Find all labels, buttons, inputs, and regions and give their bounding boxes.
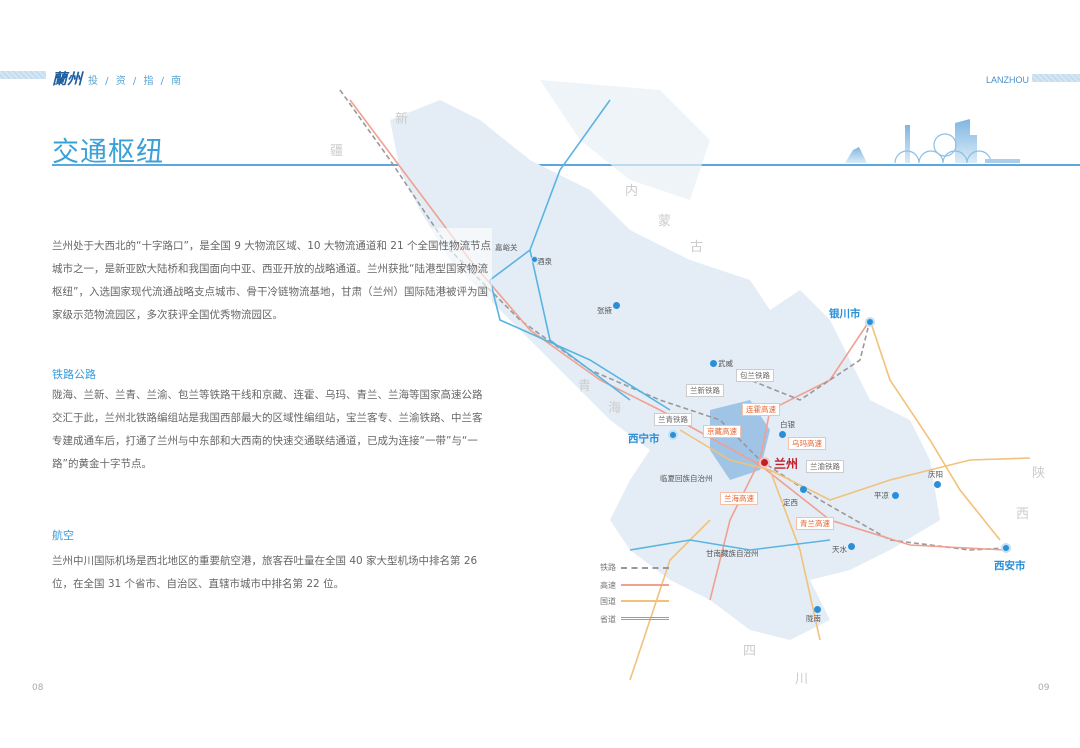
legend-label: 国道: [600, 597, 616, 606]
region-label: 疆: [330, 144, 344, 159]
header-band-left: [0, 71, 46, 79]
region-label: 新: [395, 112, 409, 127]
major-city-label: 西宁市: [628, 433, 660, 445]
legend-swatch-railway: [621, 567, 669, 569]
highway-label: 青兰高速: [796, 517, 834, 530]
brand-logo: 蘭州: [52, 70, 83, 88]
legend-swatch-national-road: [621, 600, 669, 602]
page-title: 交通枢纽: [52, 137, 164, 168]
major-city-label: 银川市: [829, 308, 861, 320]
city-label: 白银: [780, 420, 795, 429]
city-dot-icon: [892, 492, 899, 499]
text-backdrop: [40, 228, 492, 328]
city-label: 武威: [718, 359, 733, 368]
region-label: 海: [608, 401, 622, 416]
city-dot-icon: [800, 486, 807, 493]
city-dot-icon: [934, 481, 941, 488]
city-label: 天水: [832, 545, 847, 554]
region-label: 西: [1016, 507, 1030, 522]
legend-swatch-provincial-road: [621, 617, 669, 620]
title-divider: [52, 164, 1080, 166]
railway-label: 兰渝铁路: [806, 460, 844, 473]
city-label: 甘南藏族自治州: [706, 549, 759, 558]
region-label: 蒙: [658, 214, 672, 229]
legend-label: 高速: [600, 581, 616, 590]
skyline-illustration: [845, 119, 1020, 164]
highway-label: 兰海高速: [720, 492, 758, 505]
region-label: 青: [578, 379, 592, 394]
region-label: 古: [690, 240, 704, 255]
highway-label: 连霍高速: [742, 403, 780, 416]
major-city-label: 西安市: [994, 560, 1026, 572]
intro-paragraph: 兰州处于大西北的“十字路口”，是全国 9 大物流区域、10 大物流通道和 21 …: [52, 240, 491, 321]
city-label: 定西: [783, 498, 798, 507]
city-label: 庆阳: [928, 470, 943, 479]
city-label: 张掖: [597, 306, 612, 315]
capital-label: 兰州: [774, 457, 799, 471]
city-label: 临夏回族自治州: [660, 474, 713, 483]
section-body-rail-road: 陇海、兰新、兰青、兰渝、包兰等铁路干线和京藏、连霍、乌玛、青兰、兰海等国家高速公…: [52, 389, 483, 470]
highway-label: 京藏高速: [703, 425, 741, 438]
major-city-dot-icon: [668, 430, 678, 440]
legend-label: 铁路: [600, 563, 616, 572]
city-dot-icon: [779, 431, 786, 438]
page-number-right: 09: [1038, 683, 1050, 693]
city-dot-icon: [710, 360, 717, 367]
header-band-right: [1032, 74, 1080, 82]
city-label: 嘉峪关: [495, 243, 518, 252]
section-body-aviation: 兰州中川国际机场是西北地区的重要航空港，旅客吞吐量在全国 40 家大型机场中排名…: [52, 555, 478, 590]
region-label: 川: [795, 672, 809, 687]
gansu-region: [390, 100, 940, 640]
city-dot-icon: [814, 606, 821, 613]
page-number-left: 08: [32, 683, 44, 693]
city-dot-icon: [531, 256, 538, 263]
section-heading-aviation: 航空: [52, 529, 74, 542]
highway-label: 乌玛高速: [788, 437, 826, 450]
region-label: 四: [743, 644, 757, 659]
railway-label: 兰新铁路: [686, 384, 724, 397]
railway-label: 包兰铁路: [736, 369, 774, 382]
city-label: 陇南: [806, 614, 821, 623]
major-city-dot-icon: [1001, 543, 1011, 553]
city-dot-icon: [848, 543, 855, 550]
railway-label: 兰青铁路: [654, 413, 692, 426]
capital-marker-icon: [759, 457, 770, 468]
legend-label: 省道: [600, 615, 616, 624]
legend-swatch-highway: [621, 584, 669, 586]
city-label: 酒泉: [537, 257, 552, 266]
city-dot-icon: [613, 302, 620, 309]
header-subtitle: 投 / 资 / 指 / 南: [88, 76, 184, 87]
city-label: 平凉: [874, 491, 889, 500]
major-city-dot-icon: [865, 317, 875, 327]
region-label: 内: [625, 184, 639, 199]
region-label: 陕: [1032, 466, 1046, 481]
section-heading-rail-road: 铁路公路: [52, 368, 96, 381]
header-right-label: LANZHOU: [986, 75, 1030, 85]
